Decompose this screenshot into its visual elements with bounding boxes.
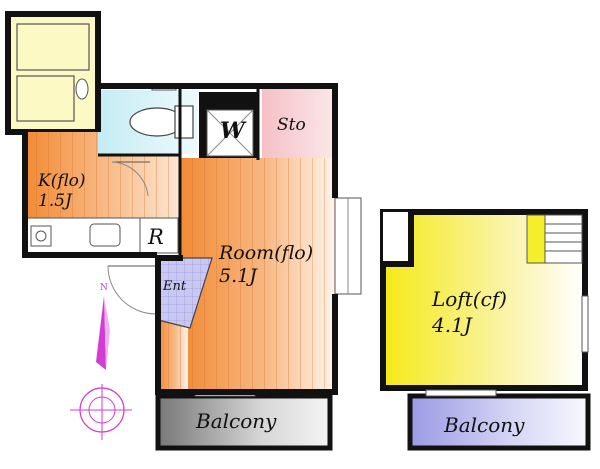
loft-label: Loft(cf) [432, 287, 507, 311]
balcony-right [407, 389, 591, 451]
storage-room [262, 88, 332, 187]
loft [380, 209, 589, 391]
balcony-right-label: Balcony [444, 413, 525, 437]
refrigerator-label: R [148, 225, 164, 249]
toilet-room [98, 83, 198, 154]
walls [22, 83, 338, 395]
bath-unit [5, 11, 101, 135]
balcony-left-label: Balcony [196, 409, 277, 433]
loft-size: 4.1J [432, 313, 472, 337]
entrance-label: Ent [163, 279, 187, 294]
entrance [107, 257, 213, 329]
compass-rose [70, 296, 132, 440]
stove-icon [30, 225, 52, 247]
room-size: 5.1J [219, 265, 257, 287]
compass-north-label: N [100, 283, 108, 293]
compass-arrow-icon [96, 296, 106, 370]
wardrobe-label: W [220, 118, 245, 144]
storage-label: Sto [277, 115, 306, 135]
balcony-left [155, 389, 333, 451]
sink-icon [89, 223, 121, 247]
kitchen-size: 1.5J [38, 191, 72, 211]
wardrobe [199, 92, 259, 162]
ladder-icon [526, 214, 583, 264]
kitchen-label: K(flo) [38, 171, 86, 191]
room-label: Room(flo) [219, 242, 314, 264]
refrigerator-icon [139, 217, 179, 254]
